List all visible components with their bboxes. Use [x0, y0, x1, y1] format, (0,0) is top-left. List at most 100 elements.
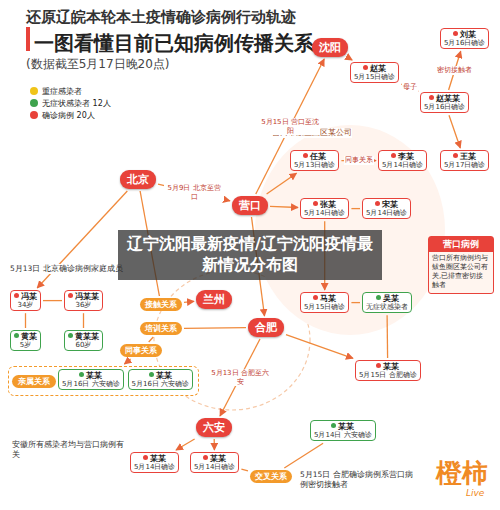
node-text: 刘某 [444, 30, 485, 39]
legend-text: 重症感染者 [42, 87, 82, 96]
city-marker: 北京 [120, 170, 156, 189]
case-box: 马某5月15日确诊 [300, 292, 349, 313]
node-text: 5月14日确诊 [382, 161, 423, 169]
edge-label: 密切接触者 [436, 66, 473, 74]
node-text: 某某 [314, 422, 372, 431]
relation-line [351, 208, 360, 209]
relation-line [270, 206, 298, 207]
relation-line [184, 301, 194, 303]
node-text: 5月14日 六安确诊 [314, 431, 372, 439]
legend-text: 确诊病例 20人 [42, 111, 95, 120]
node-text: 5月15日确诊 [304, 303, 345, 311]
node-text: 5月14日确诊 [304, 209, 345, 217]
footer-note: 安徽所有感染者均与营口病例有关 [12, 440, 124, 460]
relation-line [350, 59, 352, 60]
relation-tag: 培训关系 [140, 322, 182, 335]
node-text: 张某 [304, 200, 345, 209]
edge-label: 母子 [402, 83, 418, 91]
relation-line [286, 335, 353, 359]
relation-line [401, 84, 418, 91]
node-text: 5月15日 合肥确诊 [359, 371, 417, 379]
node-text: 黄某 [14, 332, 37, 341]
case-box: 李某5月14日确诊 [378, 150, 427, 171]
node-text: 王某 [444, 152, 485, 161]
watermark-banner: 辽宁沈阳最新疫情/辽宁沈阳疫情最新情况分布图 [118, 230, 382, 280]
node-text: 赵某 [354, 64, 395, 73]
city-marker: 营口 [232, 196, 268, 215]
node-text: 沈阳 [319, 40, 341, 55]
node-text: 5月13日确诊 [294, 161, 335, 169]
legend: 重症感染者无症状感染者 12人确诊病例 20人 [30, 86, 111, 122]
node-text: 吴某 [366, 294, 408, 303]
legend-swatch [30, 99, 38, 107]
case-box: 王某5月17日确诊 [440, 150, 489, 171]
subtitle: 一图看懂目前已知病例传播关系 [26, 30, 314, 57]
legend-row: 重症感染者 [30, 86, 111, 98]
node-text: 5月16日 六安确诊 [132, 380, 190, 388]
node-text: 5岁 [14, 341, 37, 349]
legend-swatch [30, 111, 38, 119]
date-note: (数据截至5月17日晚20点) [26, 56, 170, 73]
node-text: 5月16日确诊 [424, 103, 465, 111]
edge-label: 5月9日 北京至营口 [164, 184, 224, 201]
node-text: 某某 [134, 454, 175, 463]
relation-line [284, 443, 323, 468]
node-text: 营口 [239, 198, 261, 213]
node-text: 亲属关系 [12, 375, 56, 388]
node-text: 六安 [203, 420, 225, 435]
legend-swatch [30, 87, 38, 95]
node-text: 同事关系 [125, 345, 157, 356]
relation-line [184, 327, 246, 329]
edge-label: 5月15日 营口至沈阳 [260, 118, 320, 135]
relation-line [267, 173, 297, 194]
case-box: 某某5月14日确诊 [190, 452, 239, 473]
city-marker: 六安 [196, 418, 232, 437]
node-text: 5月14日确诊 [194, 463, 235, 471]
node-text: 某某 [132, 371, 190, 380]
case-box: 张某5月14日确诊 [300, 198, 349, 219]
relation-line [214, 439, 215, 450]
case-box: 冯某某36岁 [64, 290, 103, 311]
title: 还原辽皖本轮本土疫情确诊病例行动轨迹 [26, 8, 296, 27]
node-text: 培训关系 [145, 323, 177, 334]
node-text: 营口所有病例均与鲅鱼圈区某公司有关,已排查密切接触者 [429, 252, 493, 290]
relation-line [256, 59, 324, 194]
relation-tag: 同事关系 [120, 344, 162, 357]
case-box: 冯某34岁 [10, 290, 41, 311]
node-text: 60岁 [68, 341, 99, 349]
relation-line [449, 115, 460, 148]
edge-label: 同事关系 [344, 156, 374, 164]
title-accent [26, 27, 30, 51]
relation-line [386, 315, 388, 358]
node-text: 5月17日确诊 [444, 161, 485, 169]
node-text: 某某 [359, 362, 417, 371]
node-text: 某某 [62, 371, 120, 380]
city-marker: 兰州 [196, 290, 232, 309]
node-text: 34岁 [14, 301, 37, 309]
node-text: 任某 [294, 152, 335, 161]
node-text: 5月15日确诊 [354, 73, 395, 81]
case-box: 任某5月13日确诊 [290, 150, 339, 171]
relation-tag: 接触关系 [140, 298, 182, 311]
node-text: 5月14日确诊 [134, 463, 175, 471]
asymptomatic-box: 黄某某60岁 [64, 330, 103, 351]
node-text: 马某 [304, 294, 345, 303]
relation-line [176, 439, 195, 450]
node-text: 5月16日确诊 [444, 39, 485, 47]
relation-line [124, 359, 130, 364]
node-text: 黄某某 [68, 332, 99, 341]
relation-line [241, 469, 248, 471]
node-text: 36岁 [68, 301, 99, 309]
node-text: 冯某 [14, 292, 37, 301]
brand-logo: 橙柿 [436, 456, 488, 491]
case-box: 刘某5月16日确诊 [440, 28, 489, 49]
asymptomatic-box: 某某5月16日 六安确诊 [128, 369, 194, 390]
city-marker: 合肥 [248, 318, 284, 337]
info-panel: 营口病例营口所有病例均与鲅鱼圈区某公司有关,已排查密切接触者 [428, 236, 494, 294]
node-text: 合肥 [255, 320, 277, 335]
case-box: 赵某5月15日确诊 [350, 62, 399, 83]
node-text: 接触关系 [145, 299, 177, 310]
city-marker: 沈阳 [312, 38, 348, 57]
relation-line [351, 302, 360, 303]
